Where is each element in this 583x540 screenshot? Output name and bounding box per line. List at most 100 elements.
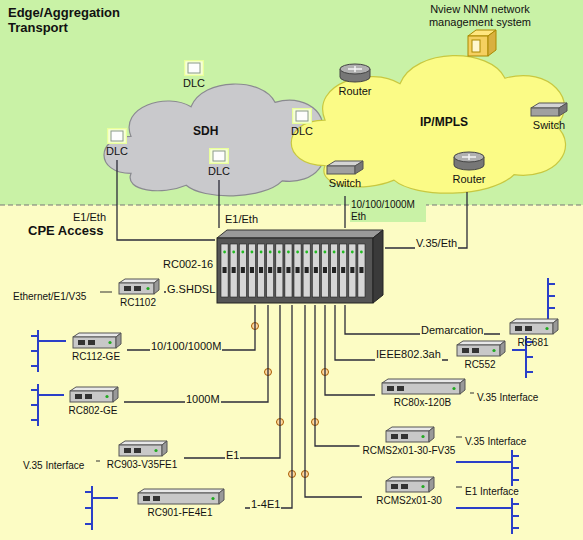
icon-part [70, 391, 113, 402]
icon-part [383, 476, 435, 494]
icon-part [276, 244, 283, 297]
icon-part [468, 36, 488, 56]
link-line [184, 305, 280, 458]
icon-part [383, 426, 435, 444]
icon-part [70, 387, 118, 391]
icon-part [267, 244, 274, 297]
icon-part [138, 489, 224, 493]
icon-part [492, 349, 495, 352]
link-label: E1/Eth [224, 213, 259, 226]
icon-part [138, 493, 219, 504]
icon-part [325, 160, 365, 176]
link-line [218, 180, 219, 228]
link-label-wrap: G.SHDSL [166, 279, 216, 297]
icon-part [134, 286, 141, 291]
icon-part [116, 333, 121, 348]
leader-lines [96, 292, 474, 487]
icon-part [397, 386, 404, 391]
dlc-node: DLC [98, 128, 136, 160]
icon-part [119, 441, 167, 445]
device: RC552 [448, 340, 512, 378]
icon-part [515, 326, 522, 331]
icon-part [382, 379, 465, 383]
link-label: E1/Eth [72, 211, 107, 224]
icon-part [333, 251, 336, 254]
icon-part [457, 341, 505, 345]
devw-label: RC80x-120B [394, 397, 451, 409]
icon-part [387, 386, 394, 391]
dev-label: RC1102 [120, 297, 156, 309]
icon-part [452, 150, 486, 172]
icon-part [338, 62, 372, 84]
interface-label-wrap: Ethernet/E1/V35 [12, 286, 87, 304]
router: Router [442, 150, 496, 192]
icon-part [340, 64, 370, 74]
link-label: E1 [225, 449, 240, 462]
icon-part [111, 131, 123, 141]
icon-part [323, 267, 327, 273]
devw-label: RC901-FE4E1 [147, 507, 212, 519]
icon-part [327, 166, 355, 174]
icon-part [116, 278, 160, 296]
device: RC681 [500, 318, 566, 354]
icon-part [314, 267, 318, 273]
icon-part [230, 244, 237, 297]
icon-part [305, 267, 309, 273]
icon-part [119, 279, 159, 283]
leader-line [96, 461, 100, 462]
link-line [117, 160, 215, 240]
icon-part [379, 378, 466, 396]
icon-part [452, 387, 455, 390]
switch: Switch [520, 102, 578, 138]
network-cloud: IP/MPLSRouterSwitchSwitchRouter [280, 20, 580, 202]
icon-part [359, 267, 363, 273]
dev-label: RC681 [517, 337, 548, 349]
icon-part [223, 267, 227, 273]
icon-part [355, 161, 363, 174]
icon-part [119, 445, 162, 456]
icon-part [386, 427, 434, 431]
dlc-node: DLC [175, 60, 213, 92]
icon-part [223, 251, 226, 254]
icon-part [460, 28, 500, 58]
lan-bus [31, 384, 64, 426]
chassis-label: RC002-16 [163, 258, 213, 271]
link-label-wrap: V.35/Eth [415, 233, 458, 251]
link-label: V.35/Eth [415, 237, 458, 250]
icon-part [401, 434, 408, 439]
link-label: 1000M [185, 393, 221, 406]
link-label: Demarcation [420, 324, 484, 337]
icon-part [184, 60, 204, 76]
icon-part [545, 327, 548, 330]
icon-part [331, 244, 338, 297]
icon-part [386, 481, 429, 492]
link-label-wrap: IEEE802.3ah [375, 344, 442, 362]
icon-part [251, 251, 254, 254]
icon-part [296, 111, 308, 121]
icon-part [258, 244, 265, 297]
icon-part [277, 267, 281, 273]
icon-part [73, 337, 116, 348]
icon-part [332, 267, 336, 273]
icon-part [429, 427, 434, 442]
icon-part [250, 267, 254, 273]
icon-part [291, 56, 565, 194]
icon-part [119, 283, 154, 294]
leader-line [456, 437, 462, 438]
link-label: 10/100/1000M [150, 340, 222, 353]
interface-label: V.35 Interface [464, 436, 527, 448]
icon-part [321, 244, 328, 297]
icon-part [342, 251, 345, 254]
icon-part [294, 244, 301, 297]
switch-label: Switch [533, 119, 565, 132]
link-label-wrap: 1-4E1 [250, 494, 281, 512]
lan-bus [31, 330, 66, 372]
icon-part [386, 431, 429, 442]
dev-label: RCMS2x01-30 [376, 495, 442, 507]
link-label-wrap: E1 [225, 445, 240, 463]
icon-part [185, 61, 204, 76]
icon-part [154, 279, 159, 294]
region-border [0, 204, 583, 205]
icon-part [107, 128, 127, 144]
interface-label: Ethernet/E1/V35 [12, 291, 87, 303]
